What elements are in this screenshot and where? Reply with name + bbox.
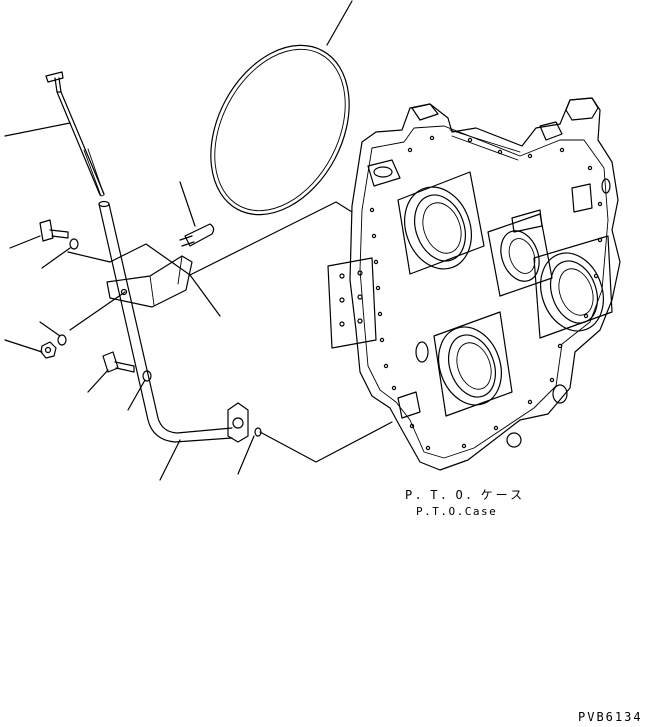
pto-case-label-en: P.T.O.Case	[416, 505, 498, 518]
clamp	[179, 223, 215, 247]
gasket	[210, 44, 350, 216]
lower-bolt	[102, 351, 135, 373]
pto-case	[327, 97, 621, 471]
nut	[40, 341, 57, 359]
dipstick	[45, 71, 105, 197]
pto-case-label-jp: P．T．O．ケース	[405, 488, 526, 502]
lower-washer-left	[57, 334, 67, 346]
bracket	[106, 255, 193, 308]
upper-bolt	[39, 219, 69, 242]
drawing-code: PVB6134	[578, 710, 643, 724]
lower-washer	[142, 370, 152, 382]
upper-washer	[69, 238, 79, 250]
leader-lines	[4, 0, 393, 481]
guide-tube	[98, 200, 249, 443]
